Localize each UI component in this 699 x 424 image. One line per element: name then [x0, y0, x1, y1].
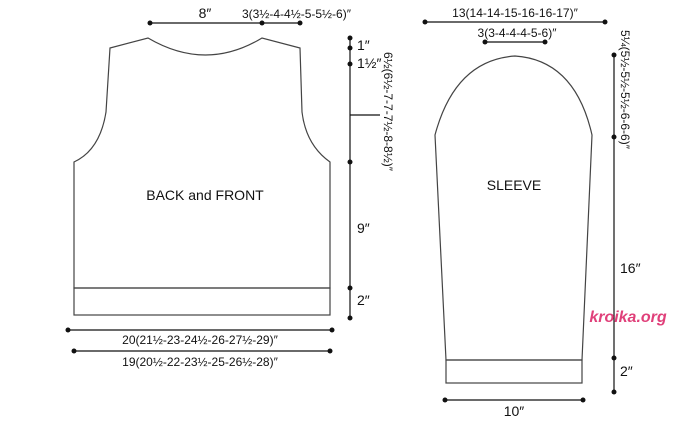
body-vertical-dimensions: 1″ 1½″ 6½(6½-7-7-7½-8-8½)″ 9″ 2″: [347, 35, 395, 321]
neck-width-dimension: 8″: [147, 5, 265, 26]
sleeve-cuff-height-label: 2″: [620, 363, 633, 379]
shoulder-drop-label: 1½″: [357, 55, 381, 71]
sleeve-piece: SLEEVE: [434, 55, 593, 384]
neck-depth-label: 1″: [357, 37, 370, 53]
watermark: kroika.org: [589, 309, 667, 326]
sleeve-cuff-width-dimension: 10″: [442, 397, 586, 419]
sleeve-cuff: [445, 359, 583, 384]
back-front-ribbing: [73, 287, 331, 316]
back-front-piece: BACK and FRONT: [73, 37, 331, 316]
width-bottom-label: 19(20½-22-23½-25-26½-28)″: [122, 355, 278, 369]
back-front-outline: [73, 37, 331, 289]
sleeve-cap-height-label: 5¼(5½-5½-5½-6-6-6)″: [618, 30, 632, 150]
sleeve-cap-top-dimension: 3(3-4-4-4-5-6)″: [478, 26, 558, 45]
sleeve-upper-width-dimension: 13(14-14-15-16-16-17)″: [422, 6, 608, 25]
width-top-label: 20(21½-23-24½-26-27½-29)″: [122, 333, 278, 347]
sleeve-upper-width-label: 13(14-14-15-16-16-17)″: [452, 6, 578, 20]
sleeve-title: SLEEVE: [487, 177, 541, 193]
neck-width-label: 8″: [199, 5, 212, 21]
shoulder-width-dimension: 3(3½-4-4½-5-5½-6)″: [242, 7, 352, 26]
armhole-depth-label: 6½(6½-7-7-7½-8-8½)″: [381, 52, 395, 172]
rib-height-label: 2″: [357, 292, 370, 308]
sleeve-cuff-width-label: 10″: [504, 403, 525, 419]
sleeve-length-label: 16″: [620, 260, 641, 276]
back-front-title: BACK and FRONT: [146, 187, 264, 203]
sleeve-outline: [434, 55, 593, 361]
body-width-dimensions: 20(21½-23-24½-26-27½-29)″ 19(20½-22-23½-…: [65, 327, 335, 369]
side-length-label: 9″: [357, 220, 370, 236]
shoulder-width-label: 3(3½-4-4½-5-5½-6)″: [242, 7, 352, 21]
sleeve-vertical-dimensions: 5¼(5½-5½-5½-6-6-6)″ 16″ 2″: [611, 30, 641, 395]
sleeve-cap-top-label: 3(3-4-4-4-5-6)″: [478, 26, 558, 40]
